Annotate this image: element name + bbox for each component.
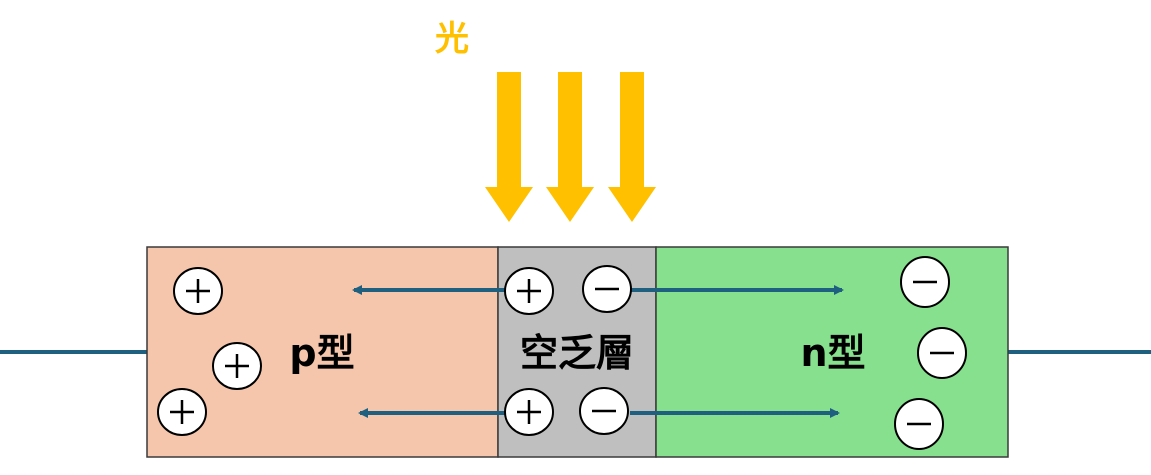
electron-carrier [582, 265, 632, 313]
hole-carrier [504, 388, 554, 436]
light-arrow-2 [546, 72, 594, 222]
light-arrow-1 [485, 72, 533, 222]
hole-carrier [173, 267, 223, 315]
light-arrow-3 [608, 72, 656, 222]
hole-carrier [504, 267, 554, 315]
electron-carrier [579, 387, 629, 435]
p-region-label: p型 [289, 331, 354, 375]
electron-carrier [917, 327, 967, 379]
light-label: 光 [435, 19, 469, 59]
hole-carrier [212, 342, 262, 390]
electron-carrier [900, 256, 950, 308]
hole-carrier [157, 388, 207, 436]
depletion-region-label: 空乏層 [520, 331, 634, 375]
light-arrows [485, 72, 656, 222]
electron-carrier [894, 398, 944, 450]
n-region-label: n型 [800, 331, 865, 375]
